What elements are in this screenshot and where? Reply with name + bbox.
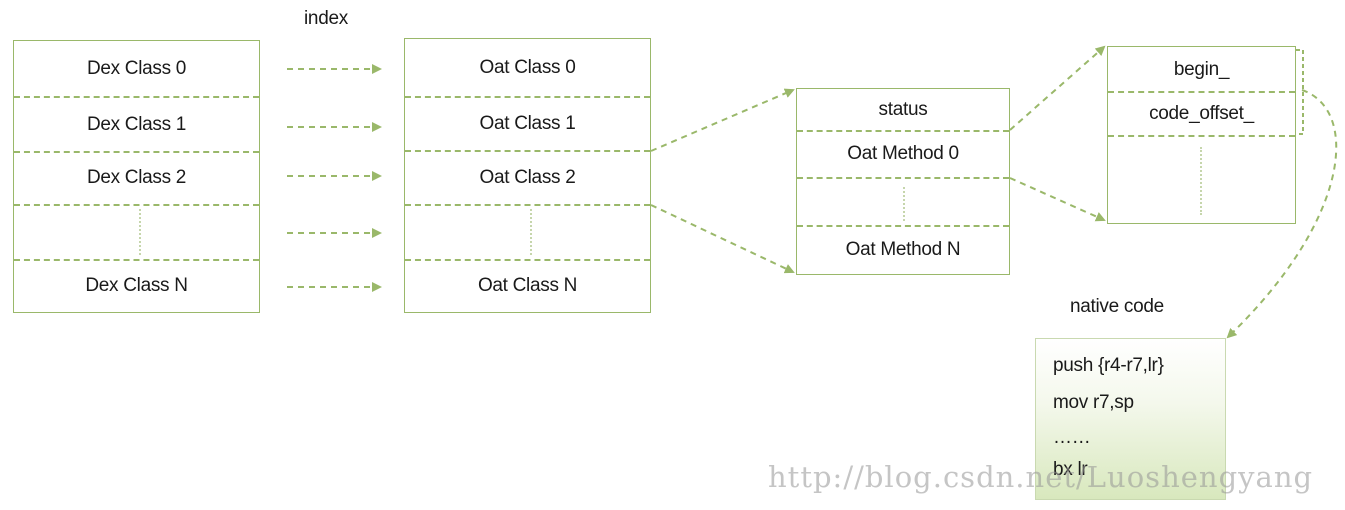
watermark-text: http://blog.csdn.net/Luoshengyang [768, 460, 1314, 494]
native-code-line-2: mov r7,sp [1053, 392, 1134, 413]
code-offset-field: code_offset_ [1149, 103, 1254, 124]
dex-class-row-0: Dex Class 0 [86, 58, 187, 79]
dex-class-row-2: Dex Class 2 [86, 167, 187, 188]
method-arrow-bottom [1009, 177, 1106, 222]
expand-arrow-bottom [650, 204, 795, 274]
dex-class-row-n: Dex Class N [85, 275, 188, 296]
oat-class-row-n: Oat Class N [477, 275, 578, 296]
code-offset-bracket [1296, 49, 1304, 135]
native-code-line-4: bx lr [1053, 459, 1088, 480]
native-code-line-1: push {r4-r7,lr} [1053, 355, 1164, 376]
oat-method-n: Oat Method N [845, 239, 961, 260]
method-arrow-top [1009, 45, 1106, 131]
native-code-line-3: …… [1053, 427, 1091, 448]
oat-method-struct: begin_ code_offset_ [1107, 46, 1296, 224]
oat-class-row-2: Oat Class 2 [479, 166, 576, 188]
method-ellipsis-dots [903, 187, 905, 221]
expand-arrow-top [650, 88, 795, 152]
dex-ellipsis-dots [139, 209, 141, 255]
oat-class-table: Oat Class 0 Oat Class 1 Oat Class 2 Oat … [404, 38, 651, 313]
code-pointer-arrow [1226, 89, 1338, 339]
oat-method-0: Oat Method 0 [847, 143, 959, 164]
begin-field: begin_ [1173, 58, 1230, 80]
status-field: status [878, 99, 928, 120]
method-struct-ellipsis-dots [1200, 147, 1202, 215]
index-label: index [304, 8, 348, 29]
dex-class-table: Dex Class 0 Dex Class 1 Dex Class 2 Dex … [13, 40, 260, 313]
oat-class-row-1: Oat Class 1 [479, 112, 576, 134]
native-code-title: native code [1070, 296, 1164, 317]
dex-class-row-1: Dex Class 1 [86, 113, 187, 135]
oat-class-row-0: Oat Class 0 [479, 57, 576, 78]
oat-ellipsis-dots [530, 209, 532, 255]
native-code-block: push {r4-r7,lr} mov r7,sp …… bx lr [1035, 338, 1226, 500]
oat-class-struct: status Oat Method 0 Oat Method N [796, 88, 1010, 275]
